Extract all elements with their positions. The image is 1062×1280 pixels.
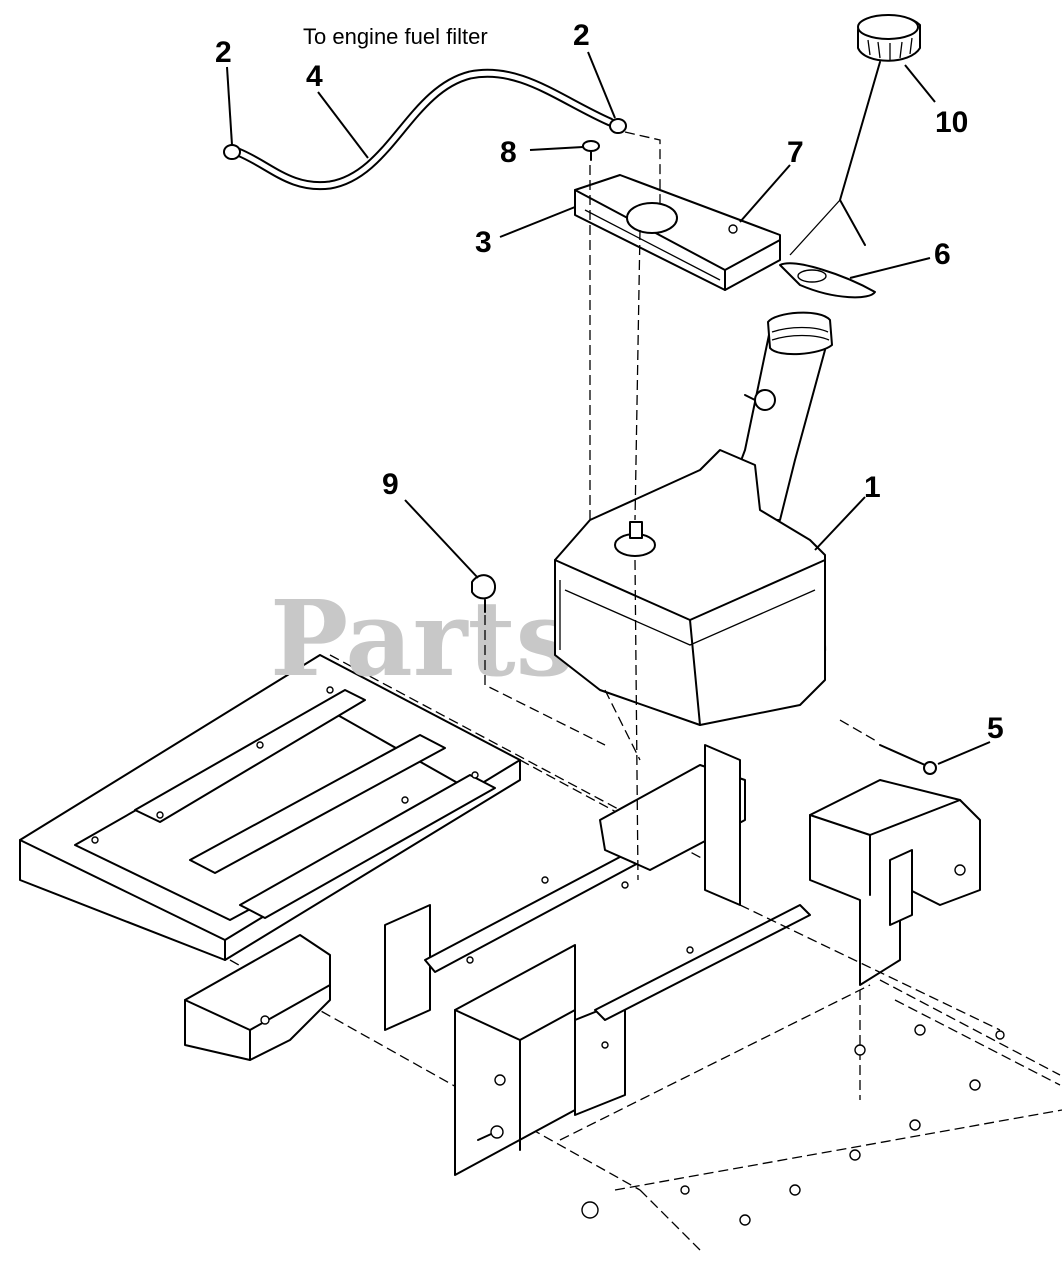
tank-bracket <box>574 174 781 291</box>
hose-clamp-right <box>609 118 627 134</box>
chassis-frame <box>19 654 1062 1251</box>
fuel-hose <box>233 68 615 191</box>
leader-lines <box>226 51 991 765</box>
callout-8: 8 <box>500 136 517 169</box>
gasket <box>779 262 876 299</box>
callout-2-right: 2 <box>573 19 590 52</box>
callout-9: 9 <box>382 468 399 501</box>
callout-10: 10 <box>935 106 968 139</box>
callout-3: 3 <box>475 226 492 259</box>
assembly-lines <box>484 131 879 881</box>
fuel-filter-note: To engine fuel filter <box>303 24 488 49</box>
fuel-cap <box>789 14 921 256</box>
hose-clamp-left <box>223 144 241 160</box>
callout-1: 1 <box>864 471 881 504</box>
bolt <box>879 744 937 775</box>
callout-7: 7 <box>787 136 804 169</box>
callout-2-left: 2 <box>215 36 232 69</box>
clip <box>471 574 497 613</box>
screw <box>582 140 600 161</box>
callout-6: 6 <box>934 238 951 271</box>
callout-4: 4 <box>306 60 323 93</box>
fuel-tank <box>554 311 833 726</box>
callout-5: 5 <box>987 712 1004 745</box>
